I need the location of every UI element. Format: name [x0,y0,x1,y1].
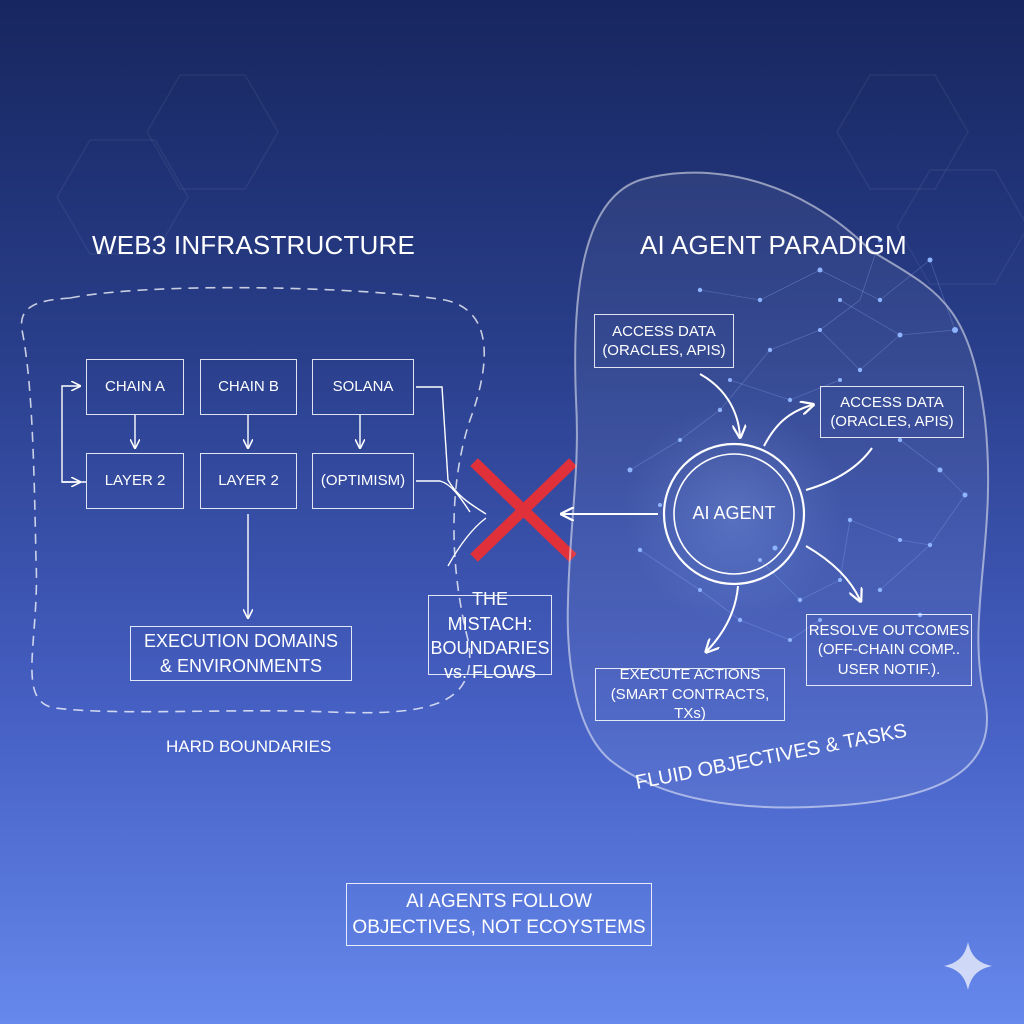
web3-title: WEB3 INFRASTRUCTURE [92,230,415,261]
hard-boundaries-caption: HARD BOUNDARIES [166,737,331,757]
chain-a-box[interactable]: CHAIN A [86,359,184,415]
chain-b-box[interactable]: CHAIN B [200,359,297,415]
ai-paradigm-title: AI AGENT PARADIGM [640,230,907,261]
ai-agent-label: AI AGENT [674,503,794,524]
execute-actions-box[interactable]: EXECUTE ACTIONS (SMART CONTRACTS, TXs) [595,668,785,721]
optimism-box[interactable]: (OPTIMISM) [312,453,414,509]
resolve-outcomes-box[interactable]: RESOLVE OUTCOMES (OFF-CHAIN COMP.. USER … [806,614,972,686]
sparkle-icon [944,942,992,990]
solana-box[interactable]: SOLANA [312,359,414,415]
execution-domains-box[interactable]: EXECUTION DOMAINS & ENVIRONMENTS [130,626,352,681]
mismatch-cross-icon [478,466,569,554]
layer2-a-box[interactable]: LAYER 2 [86,453,184,509]
arrow-left-loop [62,386,86,482]
mismatch-box[interactable]: THE MISTACH: BOUNDARIES vs. FLOWS [428,595,552,675]
access-data-box-2[interactable]: ACCESS DATA (ORACLES, APIS) [820,386,964,438]
layer2-b-box[interactable]: LAYER 2 [200,453,297,509]
takeaway-box[interactable]: AI AGENTS FOLLOW OBJECTIVES, NOT ECOYSTE… [346,883,652,946]
access-data-box-1[interactable]: ACCESS DATA (ORACLES, APIS) [594,314,734,368]
